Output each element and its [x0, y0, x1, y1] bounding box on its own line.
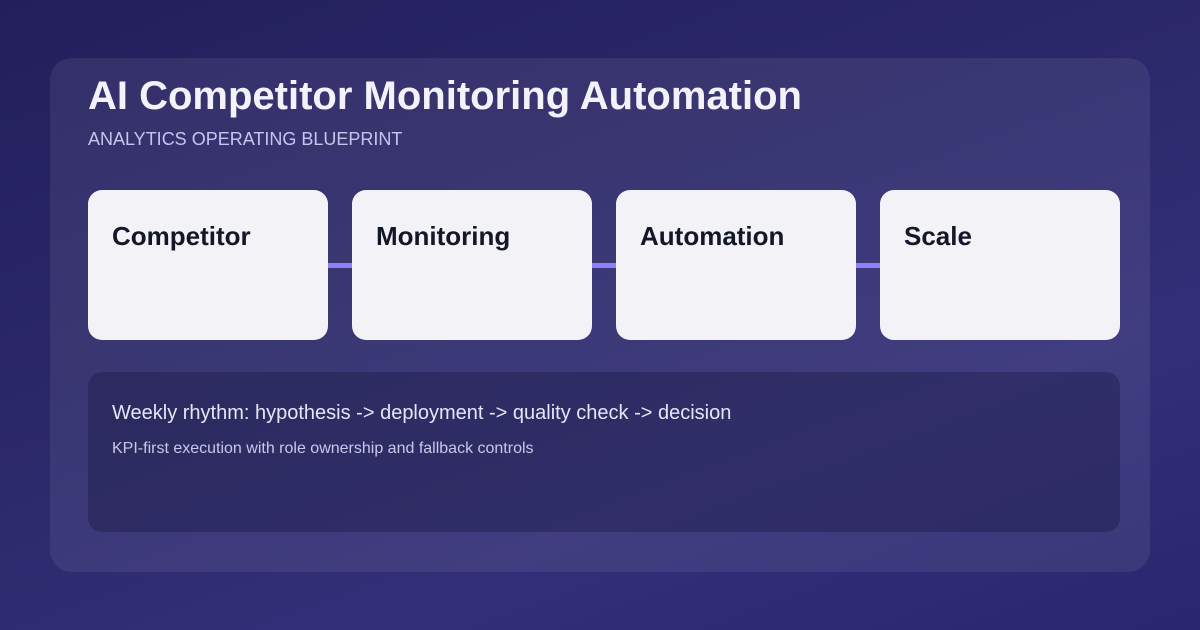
- step-label: Scale: [904, 221, 972, 251]
- rhythm-detail: KPI-first execution with role ownership …: [112, 440, 534, 457]
- step-card-competitor: Competitor: [88, 190, 328, 340]
- step-label: Competitor: [112, 221, 251, 251]
- page-title: AI Competitor Monitoring Automation: [88, 74, 802, 118]
- step-connector-3: [856, 263, 882, 268]
- step-label: Monitoring: [376, 221, 511, 251]
- rhythm-headline: Weekly rhythm: hypothesis -> deployment …: [112, 402, 732, 424]
- rhythm-box: Weekly rhythm: hypothesis -> deployment …: [88, 372, 1120, 532]
- page-subtitle: ANALYTICS OPERATING BLUEPRINT: [88, 129, 403, 149]
- step-connector-2: [592, 263, 618, 268]
- step-label: Automation: [640, 221, 785, 251]
- step-connector-1: [328, 263, 354, 268]
- step-card-scale: Scale: [880, 190, 1120, 340]
- step-card-automation: Automation: [616, 190, 856, 340]
- step-card-monitoring: Monitoring: [352, 190, 592, 340]
